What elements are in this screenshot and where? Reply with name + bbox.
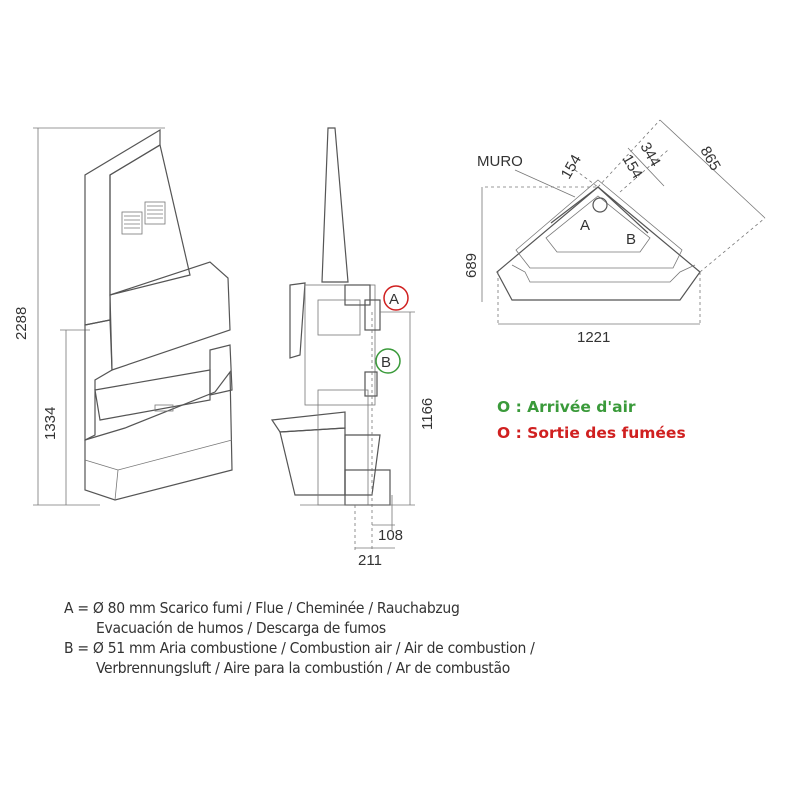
label-a: A — [389, 291, 399, 308]
side-view: A B 1166 108 211 — [270, 127, 436, 569]
legend-a-line1: A = Ø 80 mm Scarico fumi / Flue / Chemin… — [64, 599, 460, 617]
legend-a-line2: Evacuación de humos / Descarga de fumos — [96, 619, 386, 637]
label-b: B — [381, 354, 391, 371]
dim-865: 865 — [697, 144, 724, 174]
plan-label-b: B — [626, 231, 636, 248]
dim-2288: 2288 — [13, 307, 30, 340]
dim-211: 211 — [358, 552, 382, 569]
front-view: 2288 1334 — [13, 127, 233, 506]
plan-label-a: A — [580, 217, 590, 234]
plan-view: A B MURO 689 1221 865 344 154 154 — [463, 119, 766, 346]
dim-154-left: 154 — [558, 152, 585, 182]
smoke-outlet-key: O : Sortie des fumées — [497, 424, 686, 442]
legend: A = Ø 80 mm Scarico fumi / Flue / Chemin… — [64, 598, 535, 678]
dim-1334: 1334 — [42, 407, 59, 440]
legend-b-line1: B = Ø 51 mm Aria combustione / Combustio… — [64, 639, 535, 657]
inlet-b-circle — [375, 348, 401, 374]
wall-label: MURO — [477, 153, 523, 170]
dim-108: 108 — [378, 527, 403, 544]
dim-1221: 1221 — [577, 329, 610, 346]
dim-689: 689 — [463, 253, 480, 278]
dim-1166: 1166 — [419, 398, 436, 430]
air-inlet-key: O : Arrivée d'air — [497, 398, 636, 416]
legend-b-line2: Verbrennungsluft / Aire para la combusti… — [96, 659, 510, 677]
outlet-a-circle — [383, 285, 409, 311]
